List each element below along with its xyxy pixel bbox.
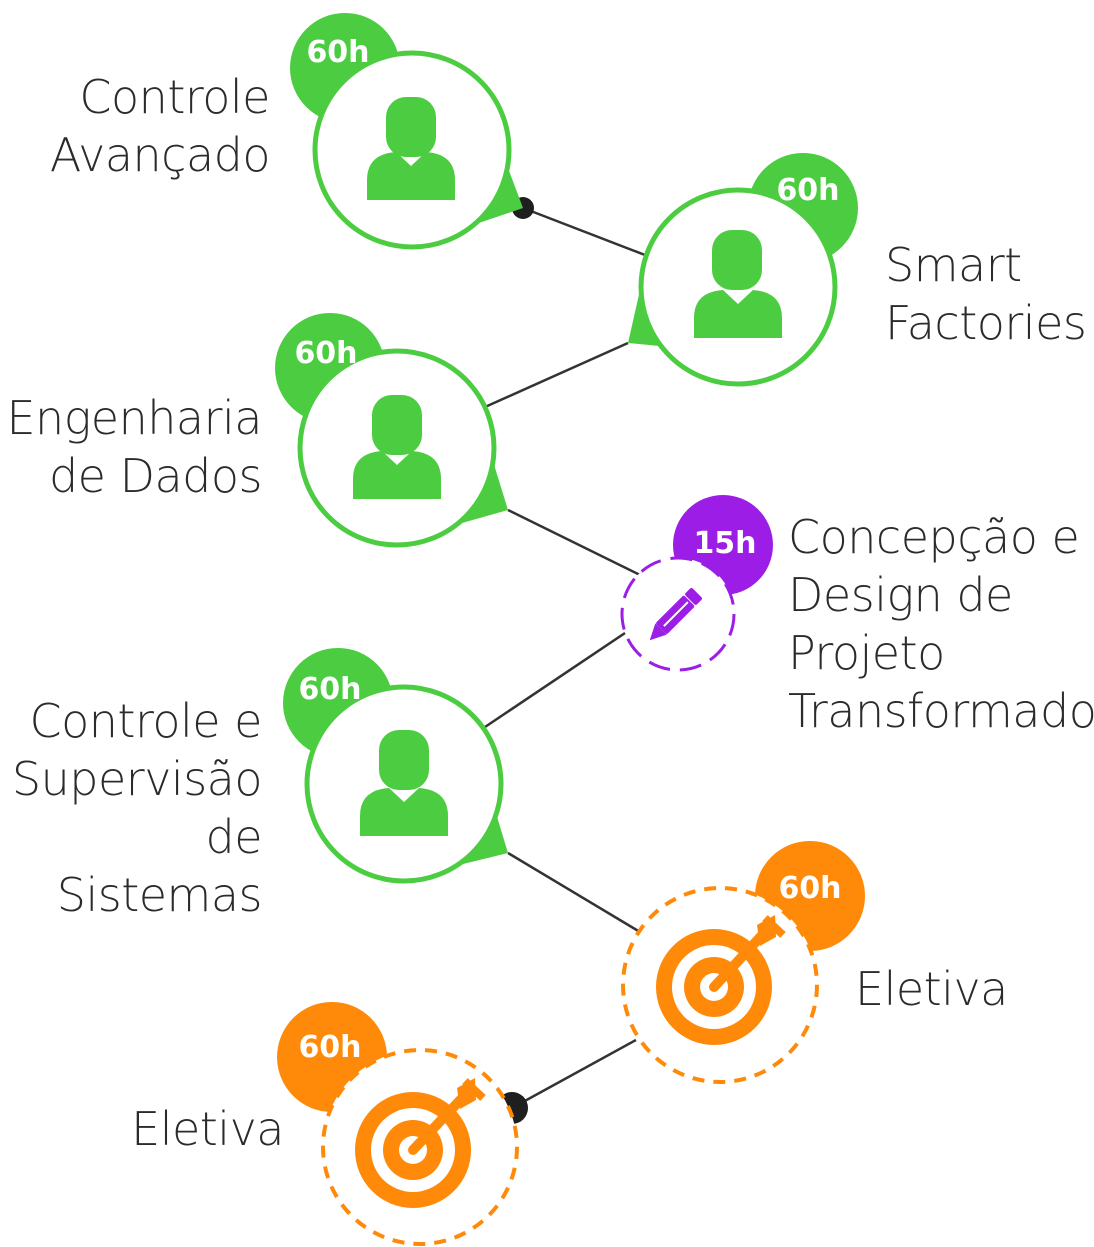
user-icon xyxy=(367,97,455,200)
hours-label: 60h xyxy=(778,871,841,906)
module-title: Controle e Supervisão de Sistemas xyxy=(11,694,263,922)
connector-line xyxy=(484,631,626,729)
module-node-engenharia-de-dados xyxy=(275,313,508,548)
hours-label: 60h xyxy=(306,35,369,70)
module-node-controle-supervisao xyxy=(283,648,508,884)
module-title: Concepção e Design de Projeto Transforma… xyxy=(788,510,1094,738)
hours-label: 60h xyxy=(776,173,839,208)
target-icon xyxy=(355,1078,486,1208)
module-title: Engenharia de Dados xyxy=(6,391,262,503)
user-icon xyxy=(360,730,448,836)
user-icon xyxy=(694,230,782,338)
module-node-eletiva-1 xyxy=(621,841,865,1084)
module-title: Controle Avançado xyxy=(49,70,271,182)
connector-line xyxy=(507,508,641,577)
module-node-eletiva-2 xyxy=(277,1002,519,1246)
hours-label: 15h xyxy=(693,526,756,561)
connector-line xyxy=(511,1038,637,1110)
pencil-icon xyxy=(649,588,702,641)
hours-label: 60h xyxy=(294,336,357,371)
target-icon xyxy=(656,915,786,1045)
connector-lines xyxy=(484,206,646,1110)
hours-label: 60h xyxy=(298,672,361,707)
module-title: Eletiva xyxy=(855,962,1008,1016)
module-title: Smart Factories xyxy=(885,238,1087,350)
user-icon xyxy=(353,395,441,499)
hours-label: 60h xyxy=(298,1030,361,1065)
connector-line xyxy=(507,851,641,934)
module-node-concepcao-design xyxy=(620,495,773,672)
connector-line xyxy=(522,206,646,257)
module-node-smart-factories xyxy=(628,153,858,387)
module-node-controle-avancado xyxy=(290,13,523,250)
connector-line xyxy=(484,341,629,409)
module-title: Eletiva xyxy=(131,1102,284,1156)
